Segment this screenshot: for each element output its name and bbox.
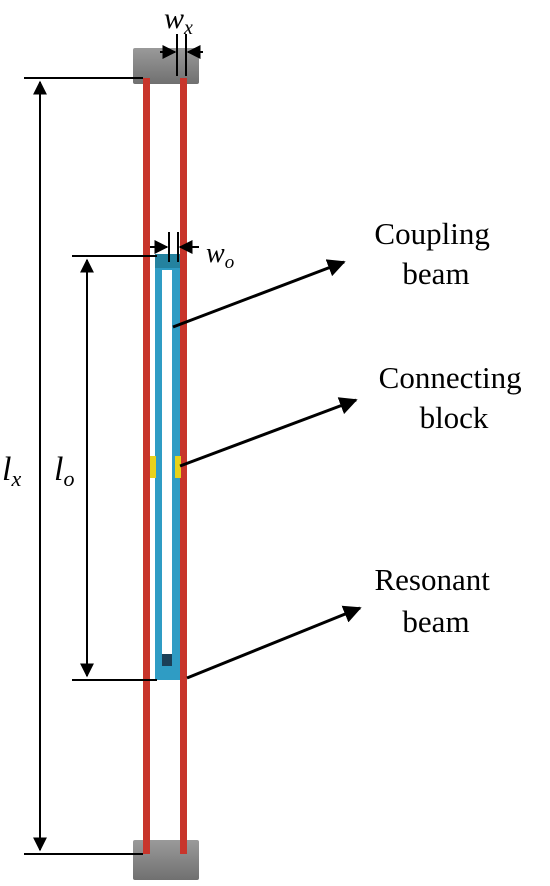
coupling-length-dimension	[72, 255, 157, 681]
coupling-width-label: wo	[206, 238, 234, 273]
total-length-dimension	[24, 77, 143, 855]
beam-width-dimension	[160, 34, 203, 76]
total-length-label: lx	[2, 451, 21, 491]
top-anchor	[133, 48, 199, 84]
connecting-block-right	[175, 456, 181, 478]
resonant-beam-label: Resonant beam	[374, 562, 497, 639]
coupling-beam-arrow	[172, 259, 346, 329]
bottom-anchor	[133, 840, 199, 880]
coupling-beam-label: Coupling beam	[374, 216, 497, 291]
connecting-block-left	[150, 456, 156, 478]
coupling-length-label: lo	[54, 451, 74, 491]
resonant-beam-arrow	[186, 605, 362, 680]
connecting-block-arrow	[179, 397, 358, 468]
resonant-beam-left	[143, 78, 150, 854]
beam-width-label: wx	[164, 2, 193, 39]
connecting-block-label: Connecting block	[379, 360, 530, 435]
coupling-width-dimension	[150, 232, 199, 262]
